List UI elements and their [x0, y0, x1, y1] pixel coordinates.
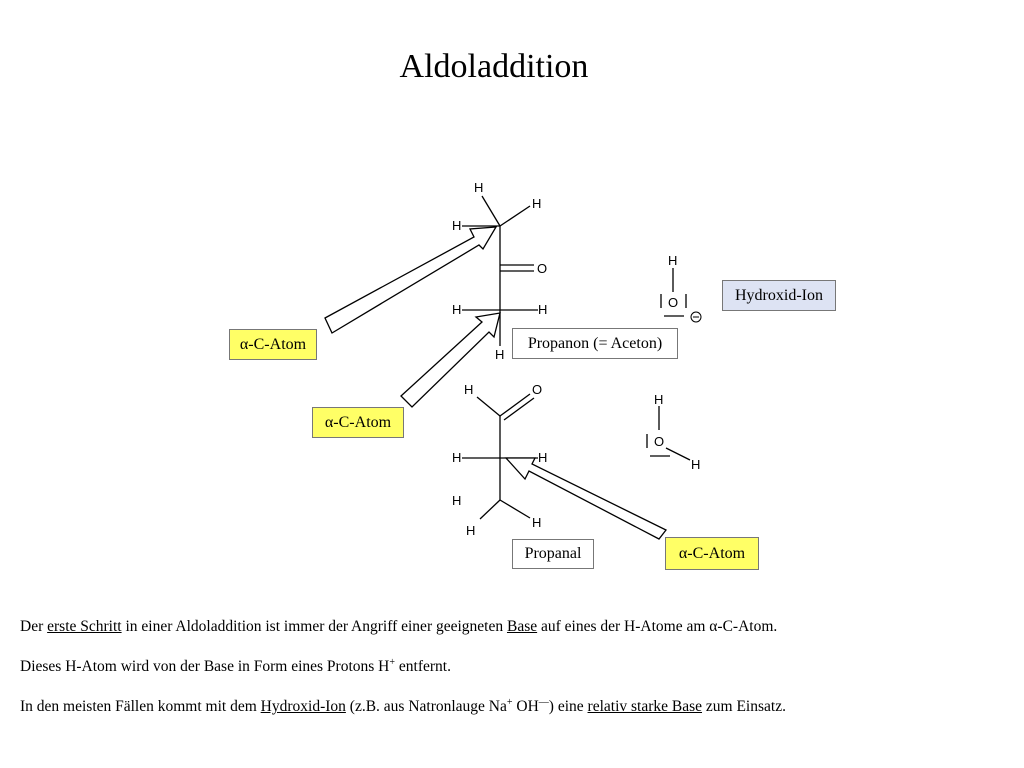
text-segment: in einer Aldoladdition ist immer der Ang… — [121, 618, 507, 635]
underlined-term: erste Schritt — [47, 618, 122, 635]
paragraph-3: In den meisten Fällen kommt mit dem Hydr… — [20, 696, 1010, 716]
atom-h: H — [452, 302, 461, 317]
arrow-alpha-2 — [400, 312, 501, 408]
text-segment: (z.B. aus Natronlauge Na — [345, 698, 507, 715]
superscript: + — [506, 696, 513, 708]
alpha-c-atom-label-1: α-C-Atom — [229, 329, 317, 360]
atom-o: O — [668, 295, 678, 310]
hydroxid-ion-label: Hydroxid-Ion — [722, 280, 836, 311]
atom-o: O — [654, 434, 664, 449]
hydroxid-atoms: H O — [668, 253, 678, 310]
arrow-alpha-1 — [324, 226, 498, 334]
atom-h: H — [452, 493, 461, 508]
hydroxid-bonds — [660, 268, 687, 317]
page-title: Aldoladdition — [399, 48, 589, 85]
alpha-c-atom-label-3: α-C-Atom — [665, 537, 759, 570]
atom-h: H — [532, 515, 541, 530]
atom-h: H — [495, 347, 504, 362]
text-segment: entfernt. — [395, 658, 451, 675]
text-segment: ) eine — [548, 698, 588, 715]
atom-h: H — [532, 196, 541, 211]
superscript: — — [538, 696, 549, 708]
arrow-alpha-3 — [504, 457, 668, 540]
superscript: + — [389, 656, 396, 668]
propanon-label: Propanon (= Aceton) — [512, 328, 678, 359]
text-segment: In den meisten Fällen kommt mit dem — [20, 698, 261, 715]
propanon-bonds — [462, 195, 538, 346]
underlined-term: relativ starke Base — [587, 698, 703, 715]
atom-h: H — [538, 450, 547, 465]
atom-h: H — [691, 457, 700, 472]
propanon-atoms: H H H O H H H — [452, 180, 547, 362]
propanal-label: Propanal — [512, 539, 594, 569]
reaction-diagram: H H H O H H H H O H H H H H H O — [324, 180, 702, 540]
underlined-term: Hydroxid-Ion — [260, 698, 346, 715]
atom-h: H — [452, 450, 461, 465]
text-segment: zum Einsatz. — [702, 698, 786, 715]
paragraph-2: Dieses H-Atom wird von der Base in Form … — [20, 656, 1010, 676]
atom-h: H — [452, 218, 461, 233]
negative-charge-icon — [690, 311, 702, 323]
water-atoms: H O H — [654, 392, 700, 472]
atom-h: H — [654, 392, 663, 407]
atom-h: H — [466, 523, 475, 538]
atom-h: H — [668, 253, 677, 268]
propanal-bonds — [462, 393, 538, 520]
text-segment: Dieses H-Atom wird von der Base in Form … — [20, 658, 390, 675]
atom-o: O — [537, 261, 547, 276]
underlined-term: Base — [506, 618, 538, 635]
water-bonds — [646, 406, 691, 461]
paragraph-1: Der erste Schritt in einer Aldoladdition… — [20, 618, 1010, 636]
atom-o: O — [532, 382, 542, 397]
alpha-c-atom-label-2: α-C-Atom — [312, 407, 404, 438]
text-segment: auf eines der H-Atome am α-C-Atom. — [537, 618, 778, 635]
atom-h: H — [474, 180, 483, 195]
propanal-atoms: H O H H H H H — [452, 382, 547, 538]
atom-h: H — [538, 302, 547, 317]
text-segment: OH — [512, 698, 539, 715]
atom-h: H — [464, 382, 473, 397]
text-segment: Der — [20, 618, 48, 635]
